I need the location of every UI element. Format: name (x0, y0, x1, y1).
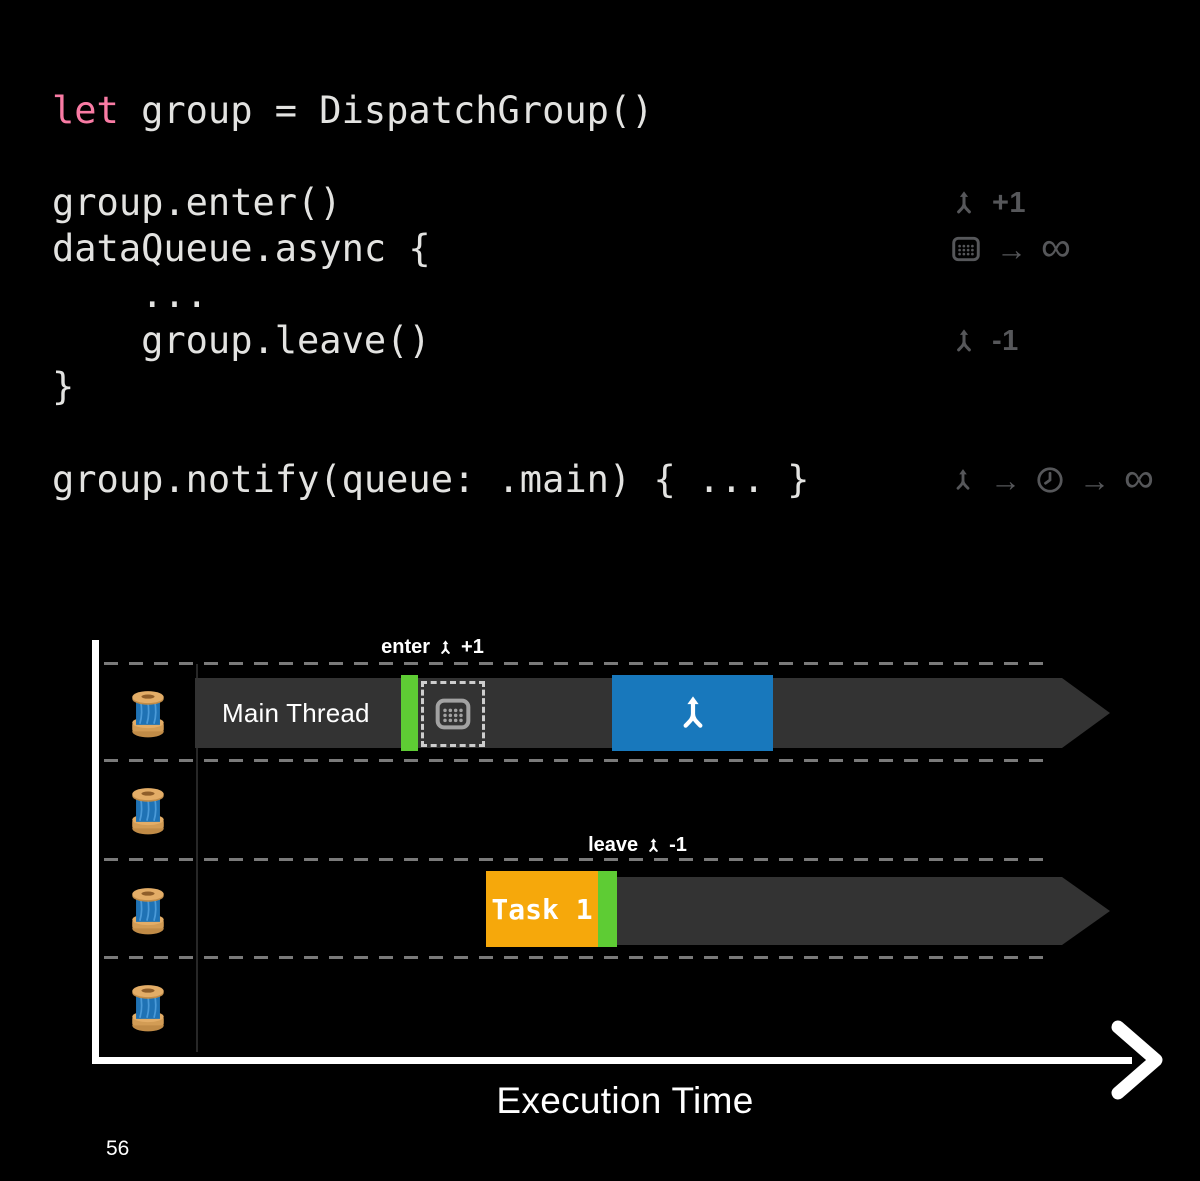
merge-arrows-icon (437, 639, 454, 656)
leave-event-label: leave -1 (575, 834, 700, 857)
declaration-rest: group = DispatchGroup() (118, 89, 654, 132)
leave-counter: -1 (992, 324, 1019, 357)
lane-divider (104, 956, 1047, 959)
queued-work-box (421, 681, 485, 747)
notify-annotation: → → ∞ (950, 457, 1154, 503)
code-declaration-line: let group = DispatchGroup() (52, 88, 653, 134)
enter-annotation: +1 (950, 180, 1026, 226)
code-leave-line: group.leave() (52, 319, 431, 362)
enter-counter: +1 (992, 186, 1027, 219)
merge-arrows-icon (950, 189, 978, 217)
x-axis (92, 1057, 1132, 1064)
leave-event-counter: -1 (669, 834, 687, 856)
infinity-icon: ∞ (1124, 454, 1154, 501)
keypad-icon (433, 694, 473, 734)
code-enter-line: group.enter() (52, 181, 342, 224)
merge-arrows-icon (950, 467, 976, 493)
thread-spool-icon (128, 786, 168, 836)
clock-icon (1035, 465, 1065, 495)
axis-arrowhead-icon (1102, 1015, 1172, 1105)
thread-spool-icon (128, 983, 168, 1033)
keypad-icon (950, 233, 982, 265)
code-notify-line: group.notify(queue: .main) { ... } (52, 458, 810, 501)
lane-divider (104, 858, 1047, 861)
merge-arrows-icon (950, 327, 978, 355)
infinity-icon: ∞ (1041, 223, 1071, 270)
code-async-line: dataQueue.async { (52, 227, 431, 270)
enter-tick (401, 675, 418, 751)
code-ellipsis-line: ... (52, 273, 208, 316)
leave-annotation: -1 (950, 318, 1019, 364)
thread-spool-icon (128, 689, 168, 739)
enter-event-counter: +1 (461, 636, 484, 658)
notify-wait-block (612, 675, 773, 751)
arrow-right-icon: → (1079, 462, 1110, 498)
execution-time-label: Execution Time (496, 1080, 754, 1121)
leave-event-text: leave (588, 834, 639, 856)
thread-spool-icon (128, 886, 168, 936)
arrow-right-icon: → (990, 462, 1021, 498)
code-closing-brace: } (52, 365, 75, 408)
main-thread-label: Main Thread (222, 698, 370, 728)
async-annotation: → ∞ (950, 226, 1071, 272)
lane-divider (104, 759, 1047, 762)
leave-tick (598, 871, 617, 947)
keyword-let: let (52, 89, 119, 132)
lane-divider (104, 662, 1047, 665)
merge-arrows-icon (672, 692, 714, 734)
task1-block: Task 1 (486, 871, 598, 947)
task-thread-bar (617, 877, 1110, 945)
arrow-right-icon: → (996, 231, 1027, 267)
page-number: 56 (106, 1137, 130, 1160)
merge-arrows-icon (645, 837, 662, 854)
y-axis (92, 640, 99, 1064)
enter-event-label: enter +1 (370, 636, 495, 659)
enter-event-text: enter (381, 636, 431, 658)
